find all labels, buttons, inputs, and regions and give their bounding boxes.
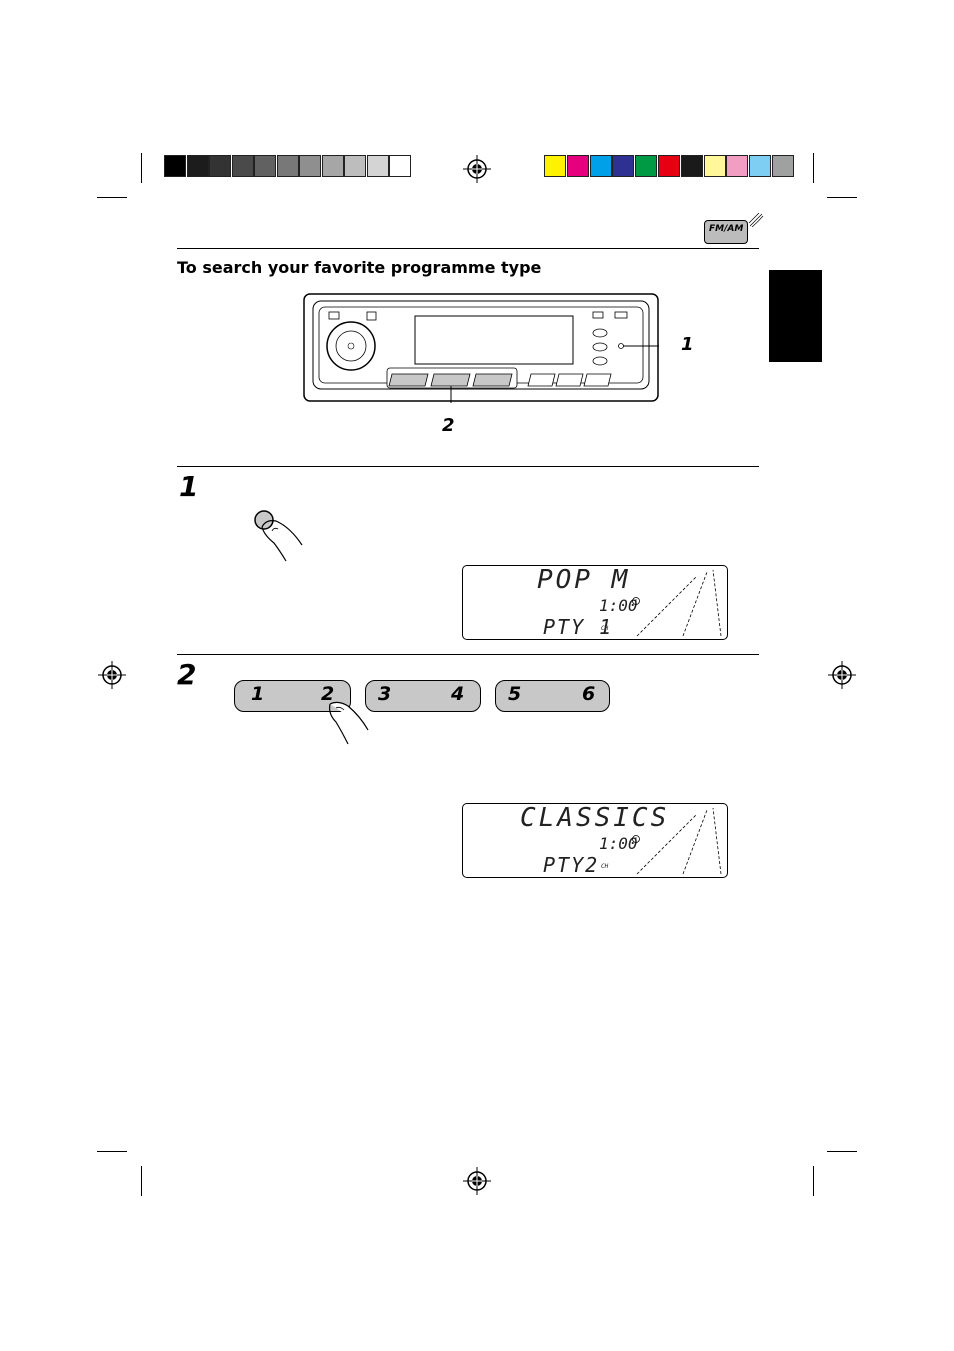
clock-icon: [632, 835, 640, 843]
finger-press-icon: [329, 701, 369, 745]
preset-label-5: 5: [508, 683, 522, 705]
lcd2-ch: CH: [601, 863, 609, 870]
finger-press-icon: [254, 510, 303, 562]
crop-mark: [141, 153, 142, 183]
crop-mark: [827, 1151, 857, 1152]
gray-swatch: [254, 155, 276, 177]
level-meter-icon: [636, 807, 722, 875]
preset-label-1: 1: [251, 683, 265, 705]
lcd2-main-text: CLASSICS: [520, 803, 670, 833]
crop-mark: [97, 1151, 127, 1152]
color-swatch: [544, 155, 566, 177]
preset-button-3-4[interactable]: 3 4: [365, 680, 481, 712]
preset-label-6: 6: [582, 683, 596, 705]
step-2-number: 2: [177, 658, 197, 691]
color-swatch: [566, 155, 589, 177]
crop-mark: [97, 197, 127, 198]
preset-label-2: 2: [321, 683, 335, 705]
gray-swatch: [164, 155, 186, 177]
gray-swatch: [366, 155, 389, 177]
crop-mark: [813, 1166, 814, 1196]
preset-label-3: 3: [378, 683, 392, 705]
gray-swatch: [389, 155, 411, 177]
lcd-display-1: POP M 1:00 PTY 1 CH: [462, 565, 728, 640]
color-swatch: [703, 155, 726, 177]
registration-mark-icon: [463, 155, 491, 183]
gray-swatch: [299, 155, 321, 177]
clock-icon: [632, 597, 640, 605]
gray-swatch: [276, 155, 299, 177]
gray-swatch: [344, 155, 366, 177]
color-swatch: [749, 155, 772, 177]
color-swatch: [612, 155, 635, 177]
lcd2-pty: PTY2: [543, 853, 600, 877]
color-swatch: [658, 155, 680, 177]
callout-2: 2: [442, 415, 455, 436]
signal-waves-icon: [748, 212, 764, 228]
lcd1-pty: PTY 1: [543, 615, 614, 639]
fm-am-label: FM/AM: [709, 224, 744, 234]
step-1-number: 1: [179, 470, 199, 503]
gray-swatch: [321, 155, 344, 177]
step1-rule: [177, 466, 759, 467]
registration-mark-icon: [463, 1167, 491, 1195]
color-swatch: [772, 155, 794, 177]
lcd2-clock: 1:00: [599, 834, 638, 853]
gray-swatch: [231, 155, 254, 177]
crop-mark: [813, 153, 814, 183]
color-swatch: [635, 155, 658, 177]
registration-mark-icon: [98, 661, 126, 689]
preset-label-4: 4: [451, 683, 465, 705]
color-swatch: [589, 155, 612, 177]
lcd-display-2: CLASSICS 1:00 PTY2 CH: [462, 803, 728, 878]
level-meter-icon: [636, 569, 722, 637]
section-heading: To search your favorite programme type: [177, 258, 542, 277]
color-swatch: [726, 155, 749, 177]
crop-mark: [827, 197, 857, 198]
gray-swatch: [186, 155, 209, 177]
lcd1-main-text: POP M: [537, 565, 631, 595]
lcd1-clock: 1:00: [599, 596, 638, 615]
fm-am-badge: FM/AM: [704, 220, 748, 244]
preset-button-1-2[interactable]: 1 2: [234, 680, 351, 712]
callout-1: 1: [681, 334, 694, 355]
header-rule: [177, 248, 759, 249]
stereo-panel-illustration: [303, 293, 659, 403]
section-tab: [769, 270, 822, 362]
gray-swatch: [209, 155, 231, 177]
step2-rule: [177, 654, 759, 655]
registration-mark-icon: [828, 661, 856, 689]
preset-button-5-6[interactable]: 5 6: [495, 680, 610, 712]
color-swatch: [680, 155, 703, 177]
crop-mark: [141, 1166, 142, 1196]
lcd1-ch: CH: [601, 625, 609, 632]
